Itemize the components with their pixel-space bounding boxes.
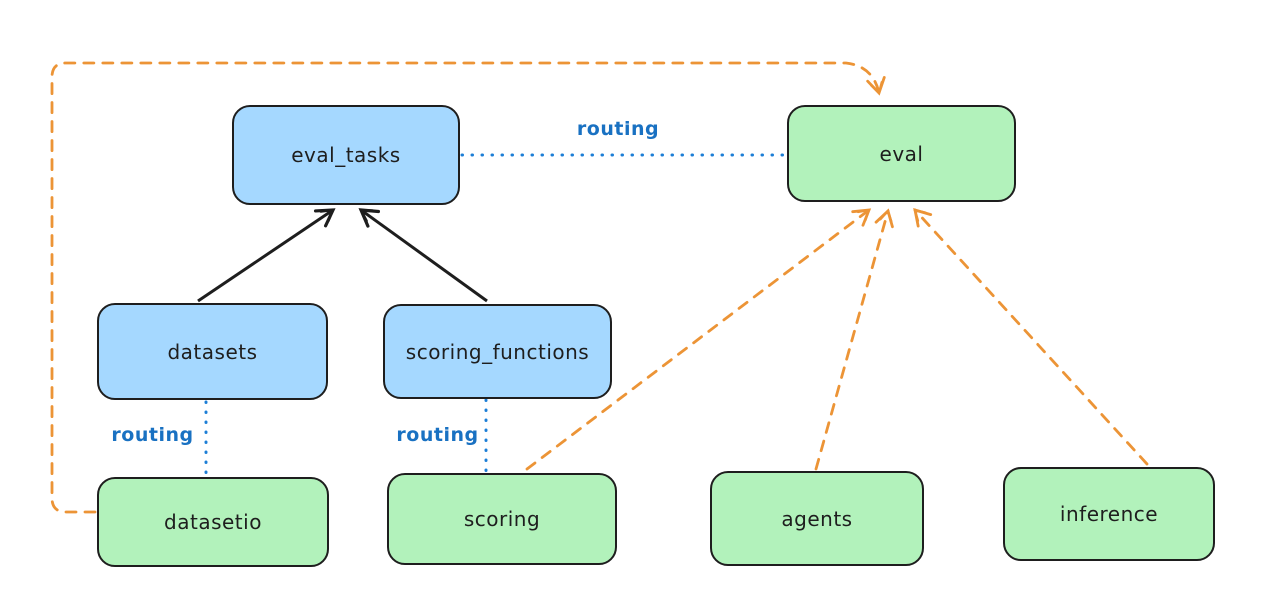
node-eval-tasks-label: eval_tasks bbox=[291, 143, 401, 167]
node-eval-tasks: eval_tasks bbox=[232, 105, 460, 205]
node-scoring-functions: scoring_functions bbox=[383, 304, 612, 399]
node-eval: eval bbox=[787, 105, 1016, 202]
edge-scoring-functions-to-eval-tasks bbox=[358, 208, 488, 303]
node-datasetio-label: datasetio bbox=[164, 510, 262, 534]
node-inference-label: inference bbox=[1059, 502, 1159, 526]
node-datasets: datasets bbox=[97, 303, 328, 400]
edge-agents-to-eval bbox=[814, 208, 894, 471]
edge-datasets-to-eval-tasks bbox=[197, 208, 336, 303]
edge-scoring-to-eval bbox=[525, 208, 872, 471]
node-scoring-functions-label: scoring_functions bbox=[405, 339, 590, 364]
node-eval-label: eval bbox=[879, 141, 924, 166]
node-agents: agents bbox=[710, 471, 924, 566]
node-inference: inference bbox=[1003, 467, 1215, 561]
node-agents-label: agents bbox=[781, 506, 853, 531]
node-scoring-label: scoring bbox=[463, 507, 541, 531]
routing-label-datasets-datasetio: routing bbox=[111, 424, 194, 446]
routing-label-eval-tasks-eval: routing bbox=[576, 118, 660, 140]
edge-inference-to-eval bbox=[913, 208, 1149, 466]
edge-datasetio-to-eval bbox=[50, 61, 886, 514]
routing-label-scoring-functions-scoring: routing bbox=[396, 424, 479, 446]
node-datasets-label: datasets bbox=[167, 339, 258, 364]
node-scoring: scoring bbox=[387, 473, 617, 565]
node-datasetio: datasetio bbox=[97, 477, 329, 567]
